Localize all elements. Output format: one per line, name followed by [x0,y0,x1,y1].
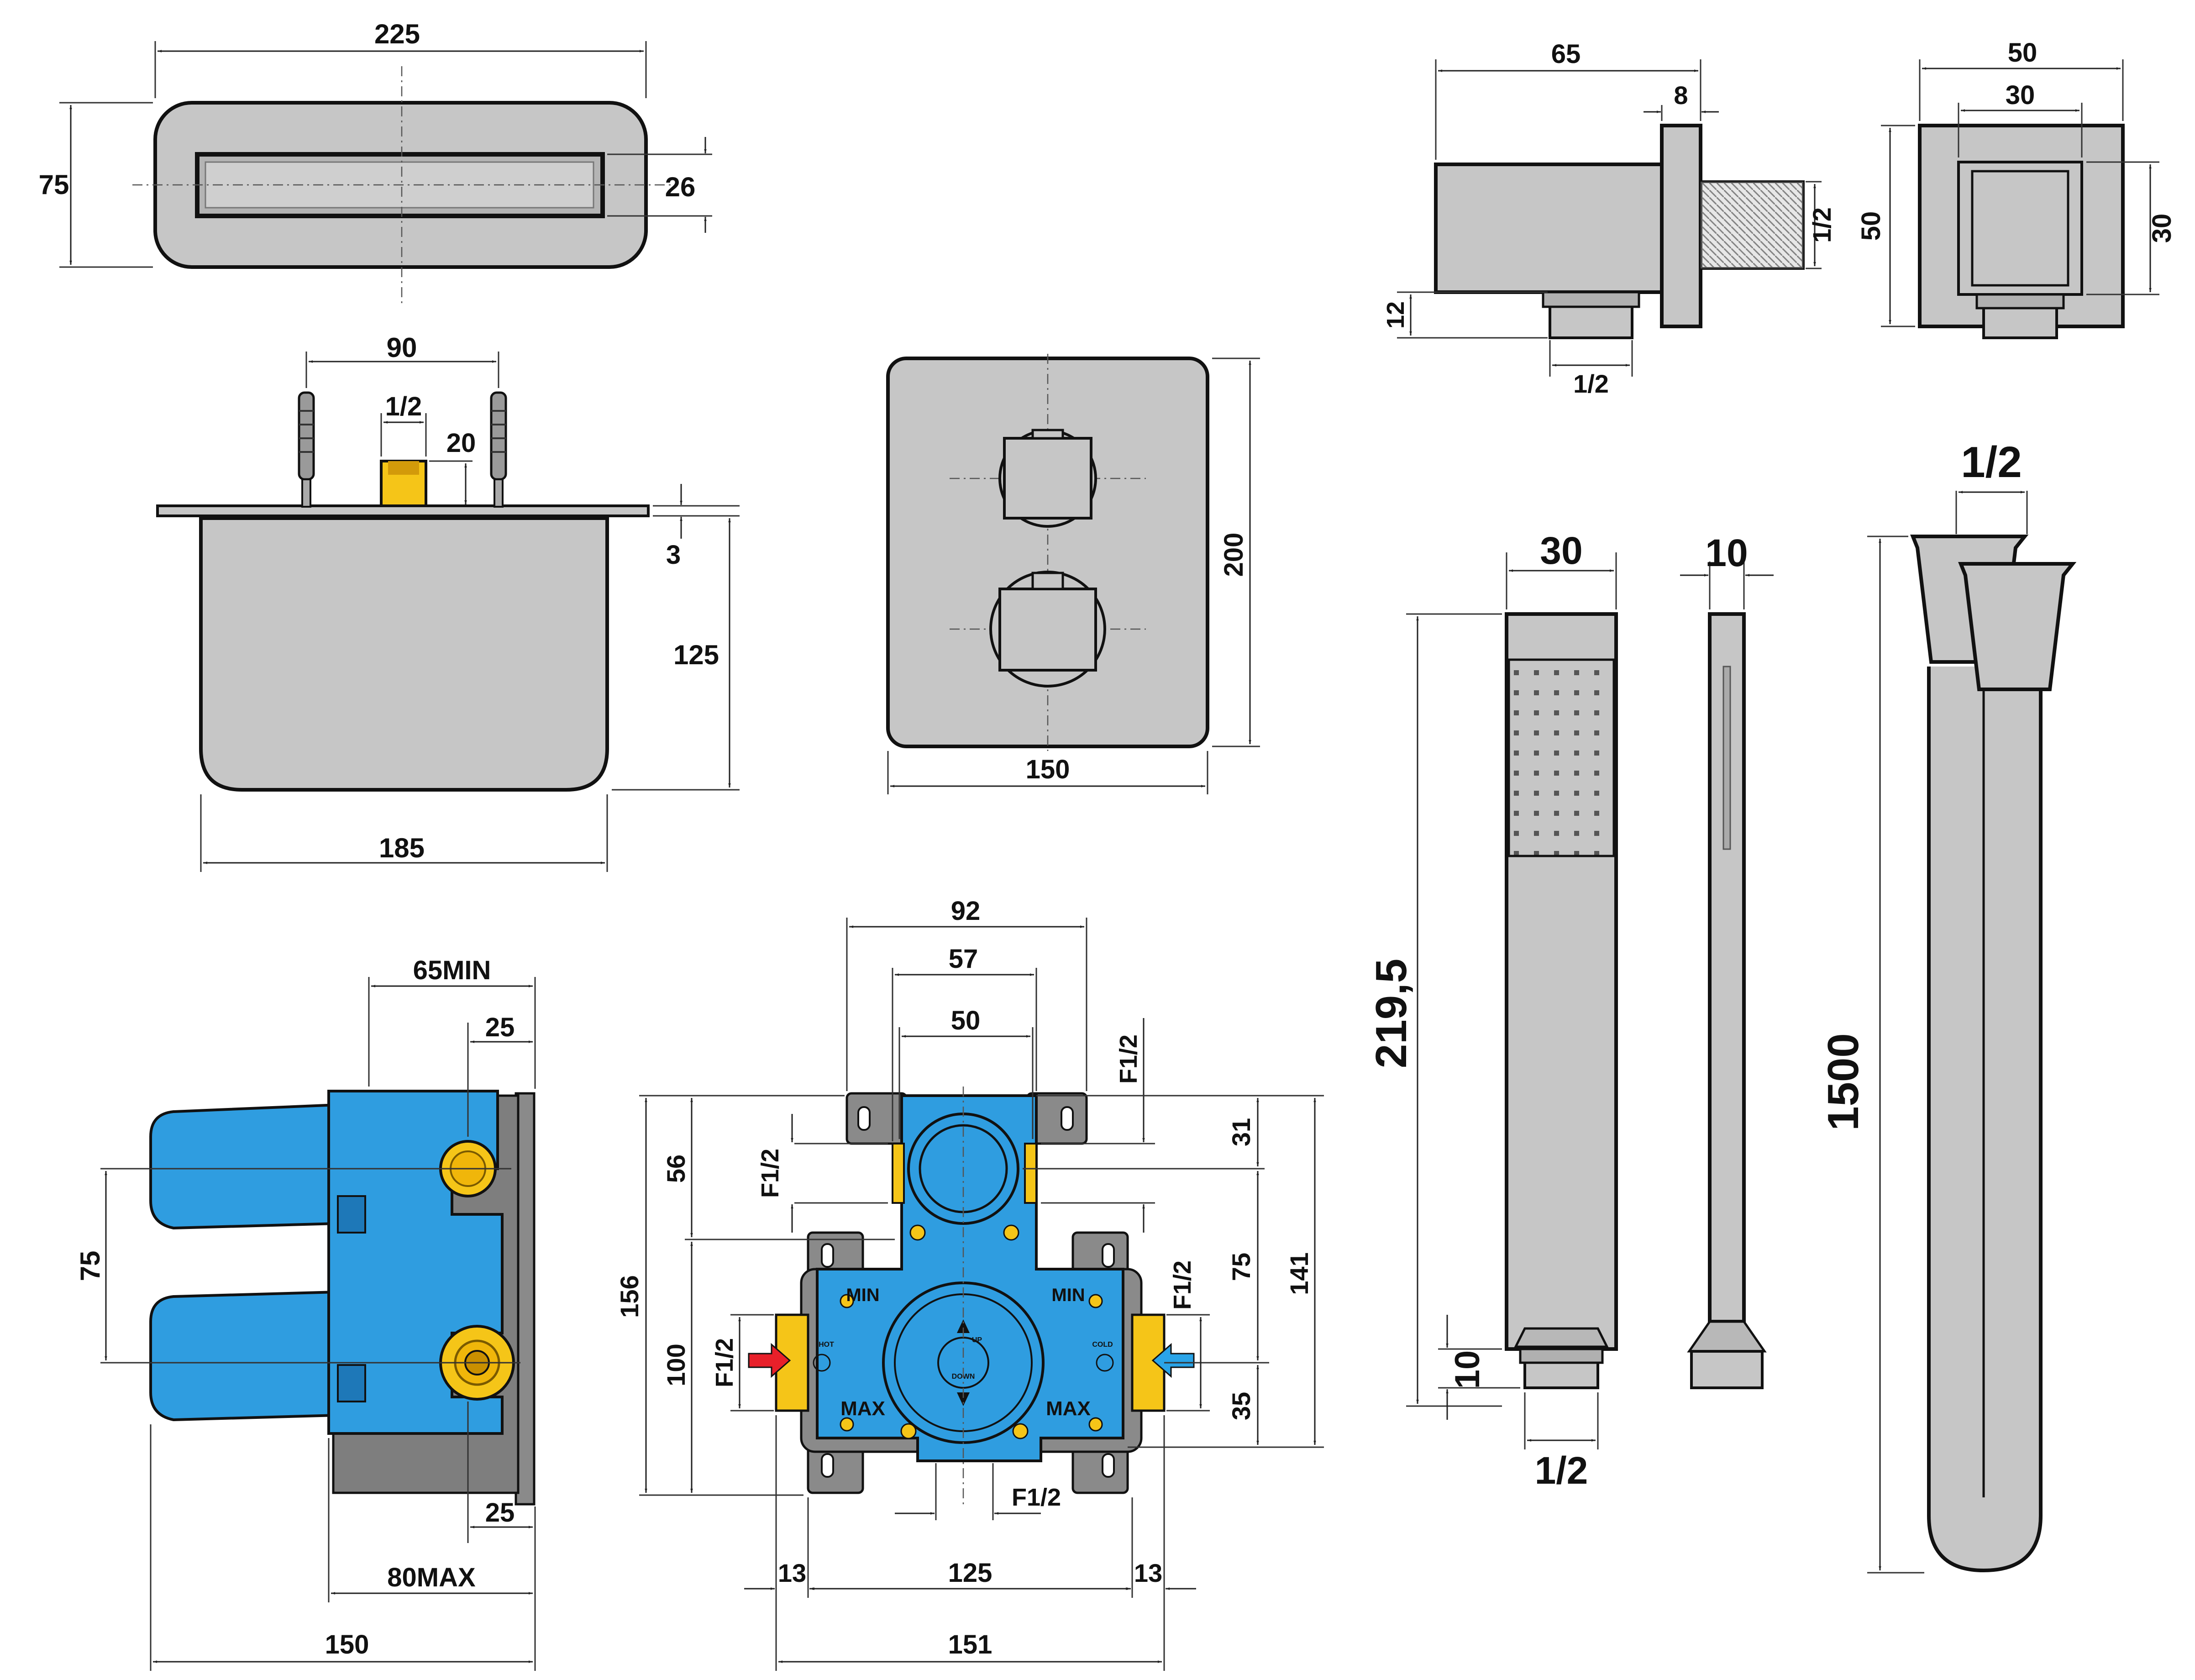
spout-width-label: 225 [374,19,420,49]
spout-flange [156,504,650,517]
hot-inlet-arrow [748,1343,791,1378]
hot-label: HOT [819,1341,834,1349]
front-h141-label: 141 [1285,1252,1313,1295]
max-label-right: MAX [1046,1397,1091,1420]
max-label-left: MAX [840,1397,885,1420]
spout-box [199,516,609,792]
cold-label: COLD [1092,1341,1113,1349]
hand-shower-length-label: 219,5 [1367,959,1416,1068]
front-width-label: 50 [2008,38,2037,68]
port-offset-bottom-label: 25 [485,1498,515,1528]
hose-cone-front [1958,562,2077,691]
front-w13-left-label: 13 [778,1559,806,1587]
body-side-view: 65MIN 25 75 25 80MAX 150 [75,956,536,1671]
spout-inlet-label: 1/2 [385,392,422,421]
front-bottom-outlet-label: F1/2 [1012,1484,1061,1511]
port-spacing-label: 75 [75,1251,105,1281]
plate-height-label: 200 [1219,533,1249,577]
front-w50-label: 50 [951,1006,981,1035]
front-top-outlet-label: F1/2 [1115,1034,1142,1084]
front-w92-label: 92 [951,896,981,926]
spout-inlet-height-label: 20 [446,428,476,458]
side-cap-top [149,1103,339,1230]
front-h100-label: 100 [662,1344,690,1386]
front-top-port-right [1024,1143,1037,1204]
outlet-length-label: 65 [1551,39,1581,69]
thermostat-knob [989,571,1106,688]
front-right-inlet-label: F1/2 [1169,1260,1196,1310]
outlet-thread [1699,180,1805,270]
spout-height-label: 75 [39,169,69,200]
front-w57-label: 57 [949,944,978,974]
spout-slot-label: 26 [665,172,696,202]
wall-outlet-side: 65 8 1/2 12 1/2 [1382,39,1836,398]
anchor-left [298,391,315,508]
front-top-port-left [892,1143,905,1204]
hand-shower-nut-label: 10 [1448,1350,1487,1389]
front-inner-width-label: 30 [2006,80,2035,110]
front-w13-right-label: 13 [1134,1559,1162,1587]
min-label-right: MIN [1051,1285,1085,1305]
port-offset-top-label: 25 [485,1013,515,1042]
spout-top-view: 225 75 26 [39,19,712,304]
spout-box-width-label: 185 [379,833,425,863]
diverter-knob [998,429,1097,528]
plate-width-label: 150 [1026,755,1070,784]
front-height-label: 50 [1856,211,1886,241]
hose-connector-label: 1/2 [1961,438,2022,487]
front-left-top-label: F1/2 [756,1149,784,1198]
min-label-left: MIN [846,1285,879,1305]
front-h75-label: 75 [1227,1253,1255,1281]
outlet-connector-label: 1/2 [1573,369,1609,398]
front-h56-label: 56 [662,1155,690,1183]
shower-hose: 1/2 1500 [1819,438,2077,1574]
outlet-flange-label: 8 [1674,81,1688,110]
spout-side-view: 90 1/2 20 3 125 185 [156,332,740,872]
hand-shower-spray-face [1507,658,1615,857]
hose-length-label: 1500 [1819,1033,1868,1131]
hand-shower: 30 10 219,5 10 1/2 [1367,529,1774,1492]
front-h35-label: 35 [1227,1392,1255,1420]
front-inner-height-label: 30 [2147,214,2177,243]
depth-min-label: 65MIN [413,956,491,985]
front-h31-label: 31 [1227,1118,1255,1146]
front-w151-label: 151 [948,1630,992,1659]
hand-shower-width-label: 30 [1540,529,1582,572]
wall-outlet-front: 50 30 50 30 [1856,38,2177,339]
hand-shower-thread-label: 1/2 [1535,1449,1588,1492]
body-depth-total-label: 150 [325,1630,369,1659]
anchor-spacing-label: 90 [387,332,417,363]
up-label: UP [972,1336,982,1344]
spout-depth-label: 125 [673,640,719,670]
hand-shower-thickness-label: 10 [1705,531,1748,574]
front-left-inlet-label: F1/2 [711,1338,738,1387]
anchor-right [490,391,507,508]
front-w125-label: 125 [948,1558,992,1588]
side-cap-bottom [149,1290,339,1422]
cold-inlet-arrow [1151,1343,1195,1378]
cover-plate: 200 150 [886,354,1260,794]
body-front-view: MIN MIN MAX MAX UP DOWN HOT COLD 92 57 5… [615,896,1324,1671]
depth-max-label: 80MAX [387,1563,476,1592]
outlet-offset-label: 12 [1382,301,1409,329]
plate-thickness-label: 3 [666,540,681,570]
front-h156-label: 156 [615,1275,644,1318]
outlet-thread-label: 1/2 [1807,207,1836,243]
